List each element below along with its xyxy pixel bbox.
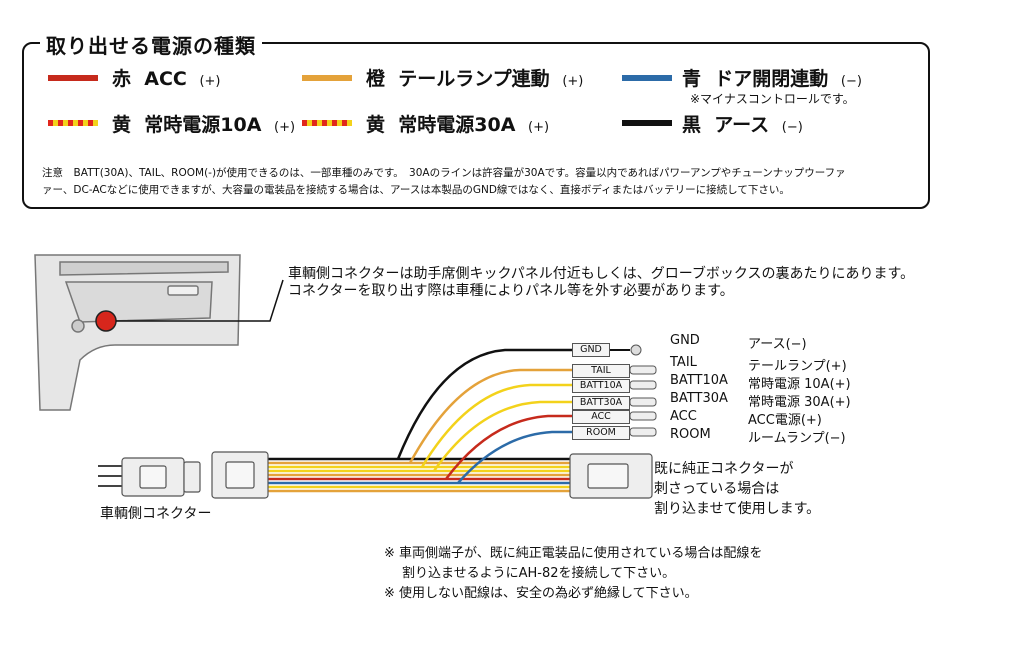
wire-desc-batt30a: 常時電源 30A(+)	[748, 395, 851, 410]
legend-item-room: 青 ドア開閉連動 (−)	[682, 64, 862, 91]
legend-label: 常時電源10A	[144, 114, 262, 136]
legend-color-name: 橙	[366, 68, 386, 90]
wire-bundle	[268, 457, 570, 493]
wire-tag-room: ROOM	[572, 426, 630, 440]
legend-polarity: (−)	[781, 120, 803, 135]
legend-color-name: 赤	[112, 68, 132, 90]
wire-tag-batt10a: BATT10A	[572, 379, 630, 393]
legend-polarity: (+)	[274, 120, 296, 135]
wire-name-tail: TAIL	[670, 355, 697, 370]
wire-desc-gnd: アース(−)	[748, 337, 807, 352]
caution-text: 注意 BATT(30A)、TAIL、ROOM(-)が使用できるのは、一部車種のみ…	[42, 165, 927, 199]
wire-name-gnd: GND	[670, 333, 700, 348]
legend-polarity: (+)	[562, 74, 584, 89]
footnote-2: ※ 使用しない配線は、安全の為必ず絶縁して下さい。	[384, 586, 698, 601]
legend-polarity: (−)	[840, 74, 862, 89]
existing-note-line-3: 割り込ませて使用します。	[654, 501, 821, 517]
wire-terminals	[610, 344, 657, 437]
wire-desc-tail: テールランプ(+)	[748, 359, 847, 374]
wire-name-room: ROOM	[670, 427, 711, 442]
caution-line-1: 注意 BATT(30A)、TAIL、ROOM(-)が使用できるのは、一部車種のみ…	[42, 167, 846, 179]
vehicle-note-line-2: コネクターを取り出す際は車種によりパネル等を外す必要があります。	[288, 283, 734, 299]
legend-label: アース	[714, 114, 770, 136]
vehicle-side-connector	[98, 457, 201, 497]
footnotes: ※ 車両側端子が、既に純正電装品に使用されている場合は配線を 割り込ませるように…	[384, 544, 762, 604]
legend-color-name: 黄	[366, 114, 386, 136]
legend-label: ドア開閉連動	[714, 68, 829, 90]
wire-desc-batt10a: 常時電源 10A(+)	[748, 377, 851, 392]
vehicle-connector-label: 車輌側コネクター	[100, 506, 212, 522]
blue-wire-note: ※マイナスコントロールです。	[690, 92, 855, 106]
branch-wires	[396, 348, 572, 484]
orange-wire-swatch	[302, 75, 352, 81]
wire-tag-acc: ACC	[572, 410, 630, 424]
harness-plug	[211, 451, 269, 499]
location-leader-line	[116, 279, 284, 322]
legend-title: 取り出せる電源の種類	[40, 30, 262, 59]
legend-label: テールランプ連動	[398, 68, 550, 90]
legend-label: ACC	[144, 68, 187, 90]
red-wire-swatch	[48, 75, 98, 81]
vehicle-note-line-1: 車輌側コネクターは助手席側キックパネル付近もしくは、グローブボックスの裏あたりに…	[288, 266, 915, 282]
vehicle-connector-location-note: 車輌側コネクターは助手席側キックパネル付近もしくは、グローブボックスの裏あたりに…	[288, 266, 1018, 300]
wire-name-batt30a: BATT30A	[670, 391, 728, 406]
existing-note-line-2: 刺さっている場合は	[654, 481, 780, 497]
existing-note-line-1: 既に純正コネクターが	[654, 461, 794, 477]
wire-tag-tail: TAIL	[572, 364, 630, 378]
legend-item-batt10a: 黄 常時電源10A (+)	[112, 110, 295, 137]
footnote-1-cont: 割り込ませるようにAH-82を接続して下さい。	[402, 566, 676, 581]
wire-desc-acc: ACC電源(+)	[748, 413, 822, 428]
wire-tag-batt30a: BATT30A	[572, 396, 630, 410]
legend-item-acc: 赤 ACC (+)	[112, 64, 221, 91]
legend-polarity: (+)	[528, 120, 550, 135]
wire-tag-gnd: GND	[572, 343, 610, 357]
dashboard-illustration	[34, 254, 241, 411]
footnote-1: ※ 車両側端子が、既に純正電装品に使用されている場合は配線を	[384, 546, 763, 561]
yellow-wire-swatch-10a	[48, 120, 98, 126]
legend-item-tail: 橙 テールランプ連動 (+)	[366, 64, 583, 91]
connector-location-marker	[95, 310, 117, 332]
legend-color-name: 青	[682, 68, 702, 90]
black-wire-swatch	[622, 120, 672, 126]
existing-oem-connector	[569, 453, 653, 499]
caution-line-2: ァー、DC-ACなどに使用できますが、大容量の電装品を接続する場合は、アースは本…	[42, 184, 790, 196]
existing-connector-note: 既に純正コネクターが 刺さっている場合は 割り込ませて使用します。	[654, 459, 820, 519]
wire-name-batt10a: BATT10A	[670, 373, 728, 388]
wire-name-acc: ACC	[670, 409, 697, 424]
legend-label: 常時電源30A	[398, 114, 516, 136]
power-types-legend-box	[22, 42, 930, 209]
legend-color-name: 黒	[682, 114, 702, 136]
blue-wire-swatch	[622, 75, 672, 81]
legend-polarity: (+)	[199, 74, 221, 89]
legend-color-name: 黄	[112, 114, 132, 136]
yellow-wire-swatch-30a	[302, 120, 352, 126]
wire-desc-room: ルームランプ(−)	[748, 431, 846, 446]
legend-item-batt30a: 黄 常時電源30A (+)	[366, 110, 549, 137]
legend-item-gnd: 黒 アース (−)	[682, 110, 803, 137]
